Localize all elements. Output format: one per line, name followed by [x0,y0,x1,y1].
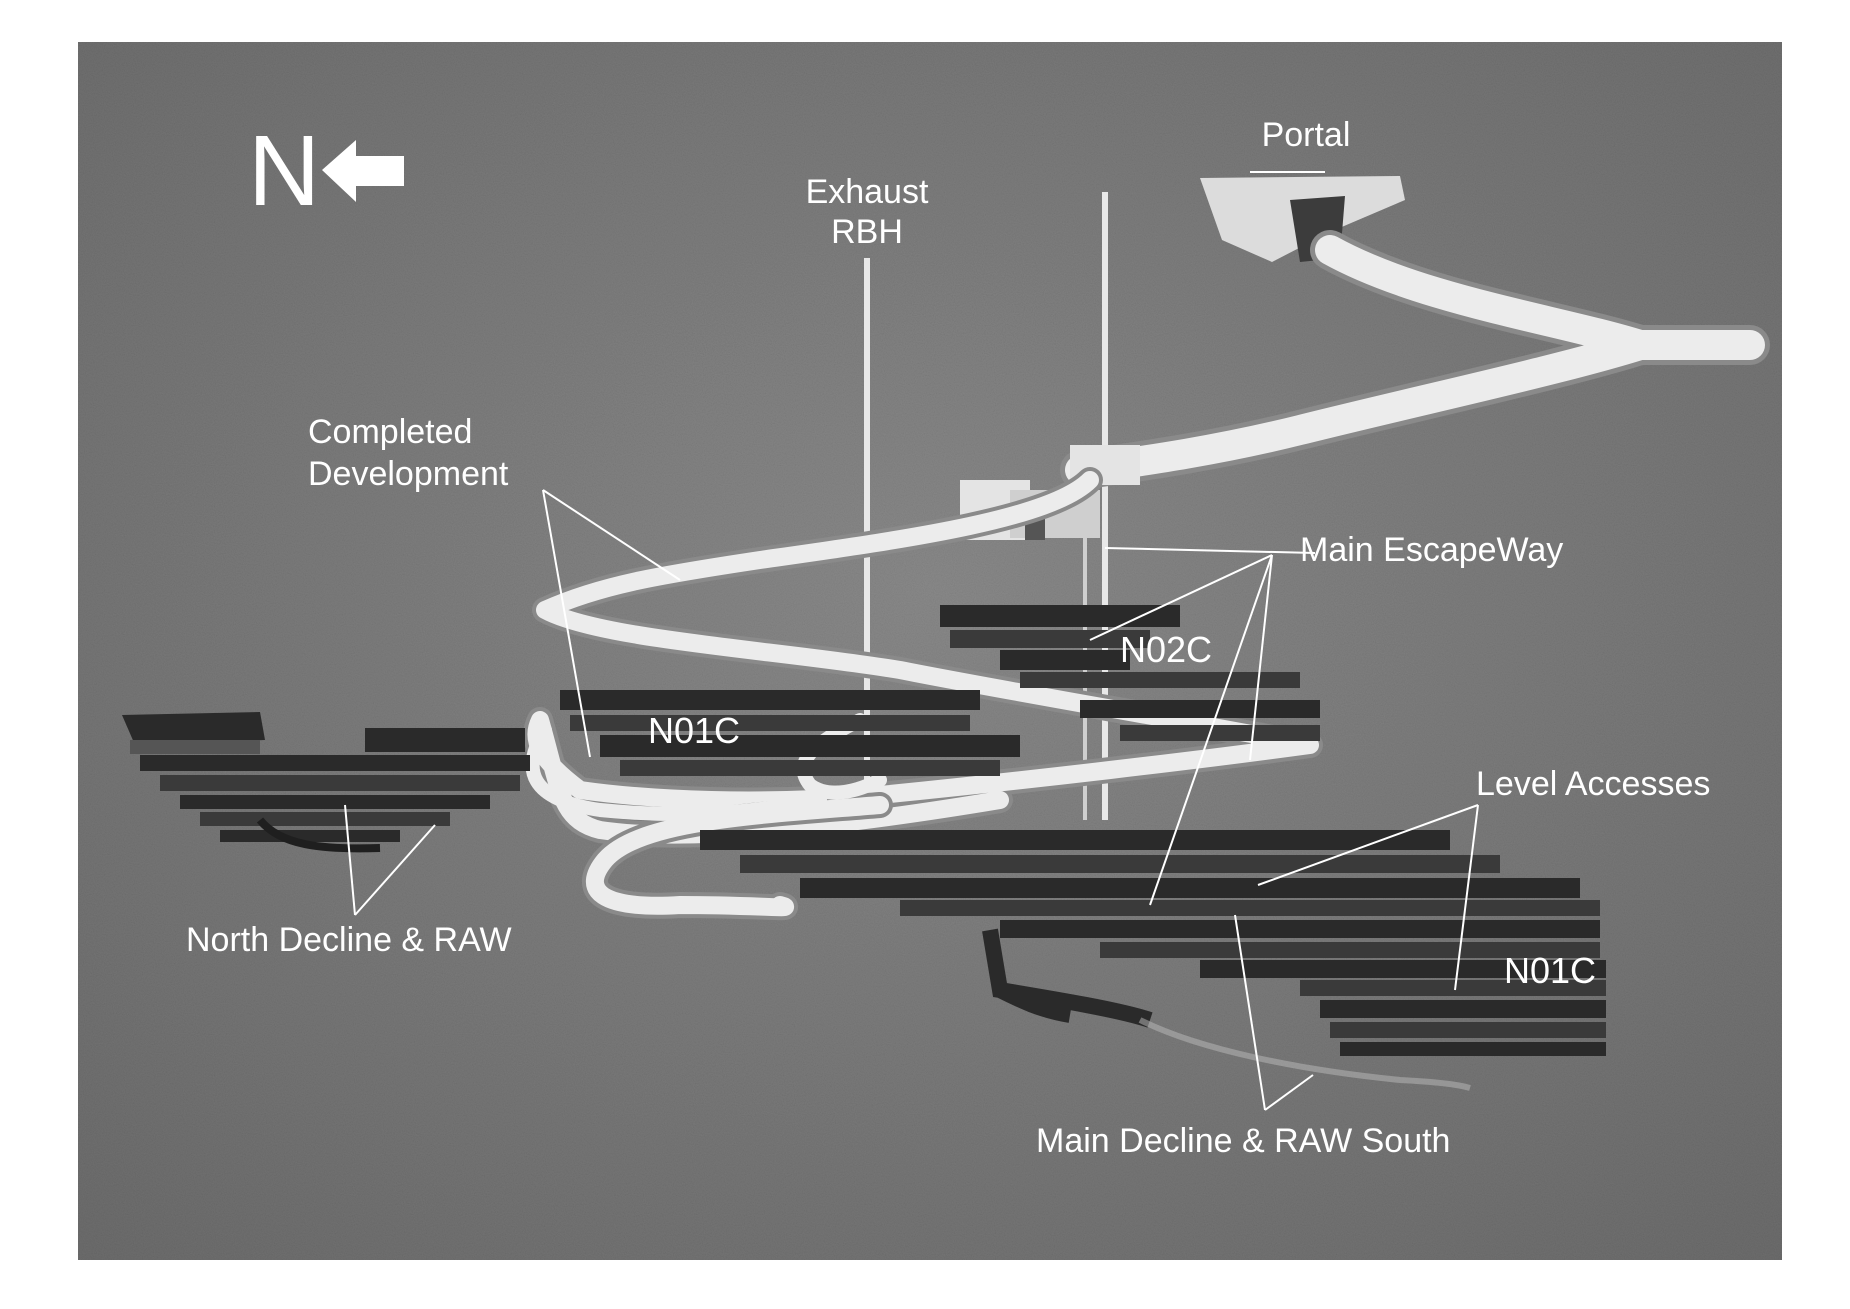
n02c-orebody [940,605,1320,741]
n01c-center-label: N01C [648,710,740,751]
completed-label-line2: Development [308,455,509,493]
exhaust-label-line1: Exhaust [806,173,929,211]
n01c-center-orebody [560,690,1020,776]
south-lower-orebody [700,830,1606,1056]
n02c-label: N02C [1120,629,1212,670]
leader-lines [344,489,1479,1111]
north-orebody [122,712,530,853]
completed-label-line1: Completed [308,413,472,451]
upper-ramp [1065,235,1765,485]
north-label: N [248,115,320,227]
north-decline-label: North Decline & RAW [186,921,512,959]
level-accesses-label: Level Accesses [1476,765,1710,803]
exhaust-label-line2: RBH [831,213,903,251]
main-decline-raw-path [1138,1017,1471,1091]
photo-background [78,42,1782,1260]
portal-label: Portal [1262,116,1351,154]
main-decline-lower [982,928,1153,1028]
west-loop [525,723,827,822]
main-decline-label: Main Decline & RAW South [1036,1122,1450,1160]
arrow-left-icon [322,140,404,202]
n01c-right-label: N01C [1504,950,1596,991]
main-escapeway-label: Main EscapeWay [1300,531,1563,569]
north-arrow: N [248,115,404,227]
